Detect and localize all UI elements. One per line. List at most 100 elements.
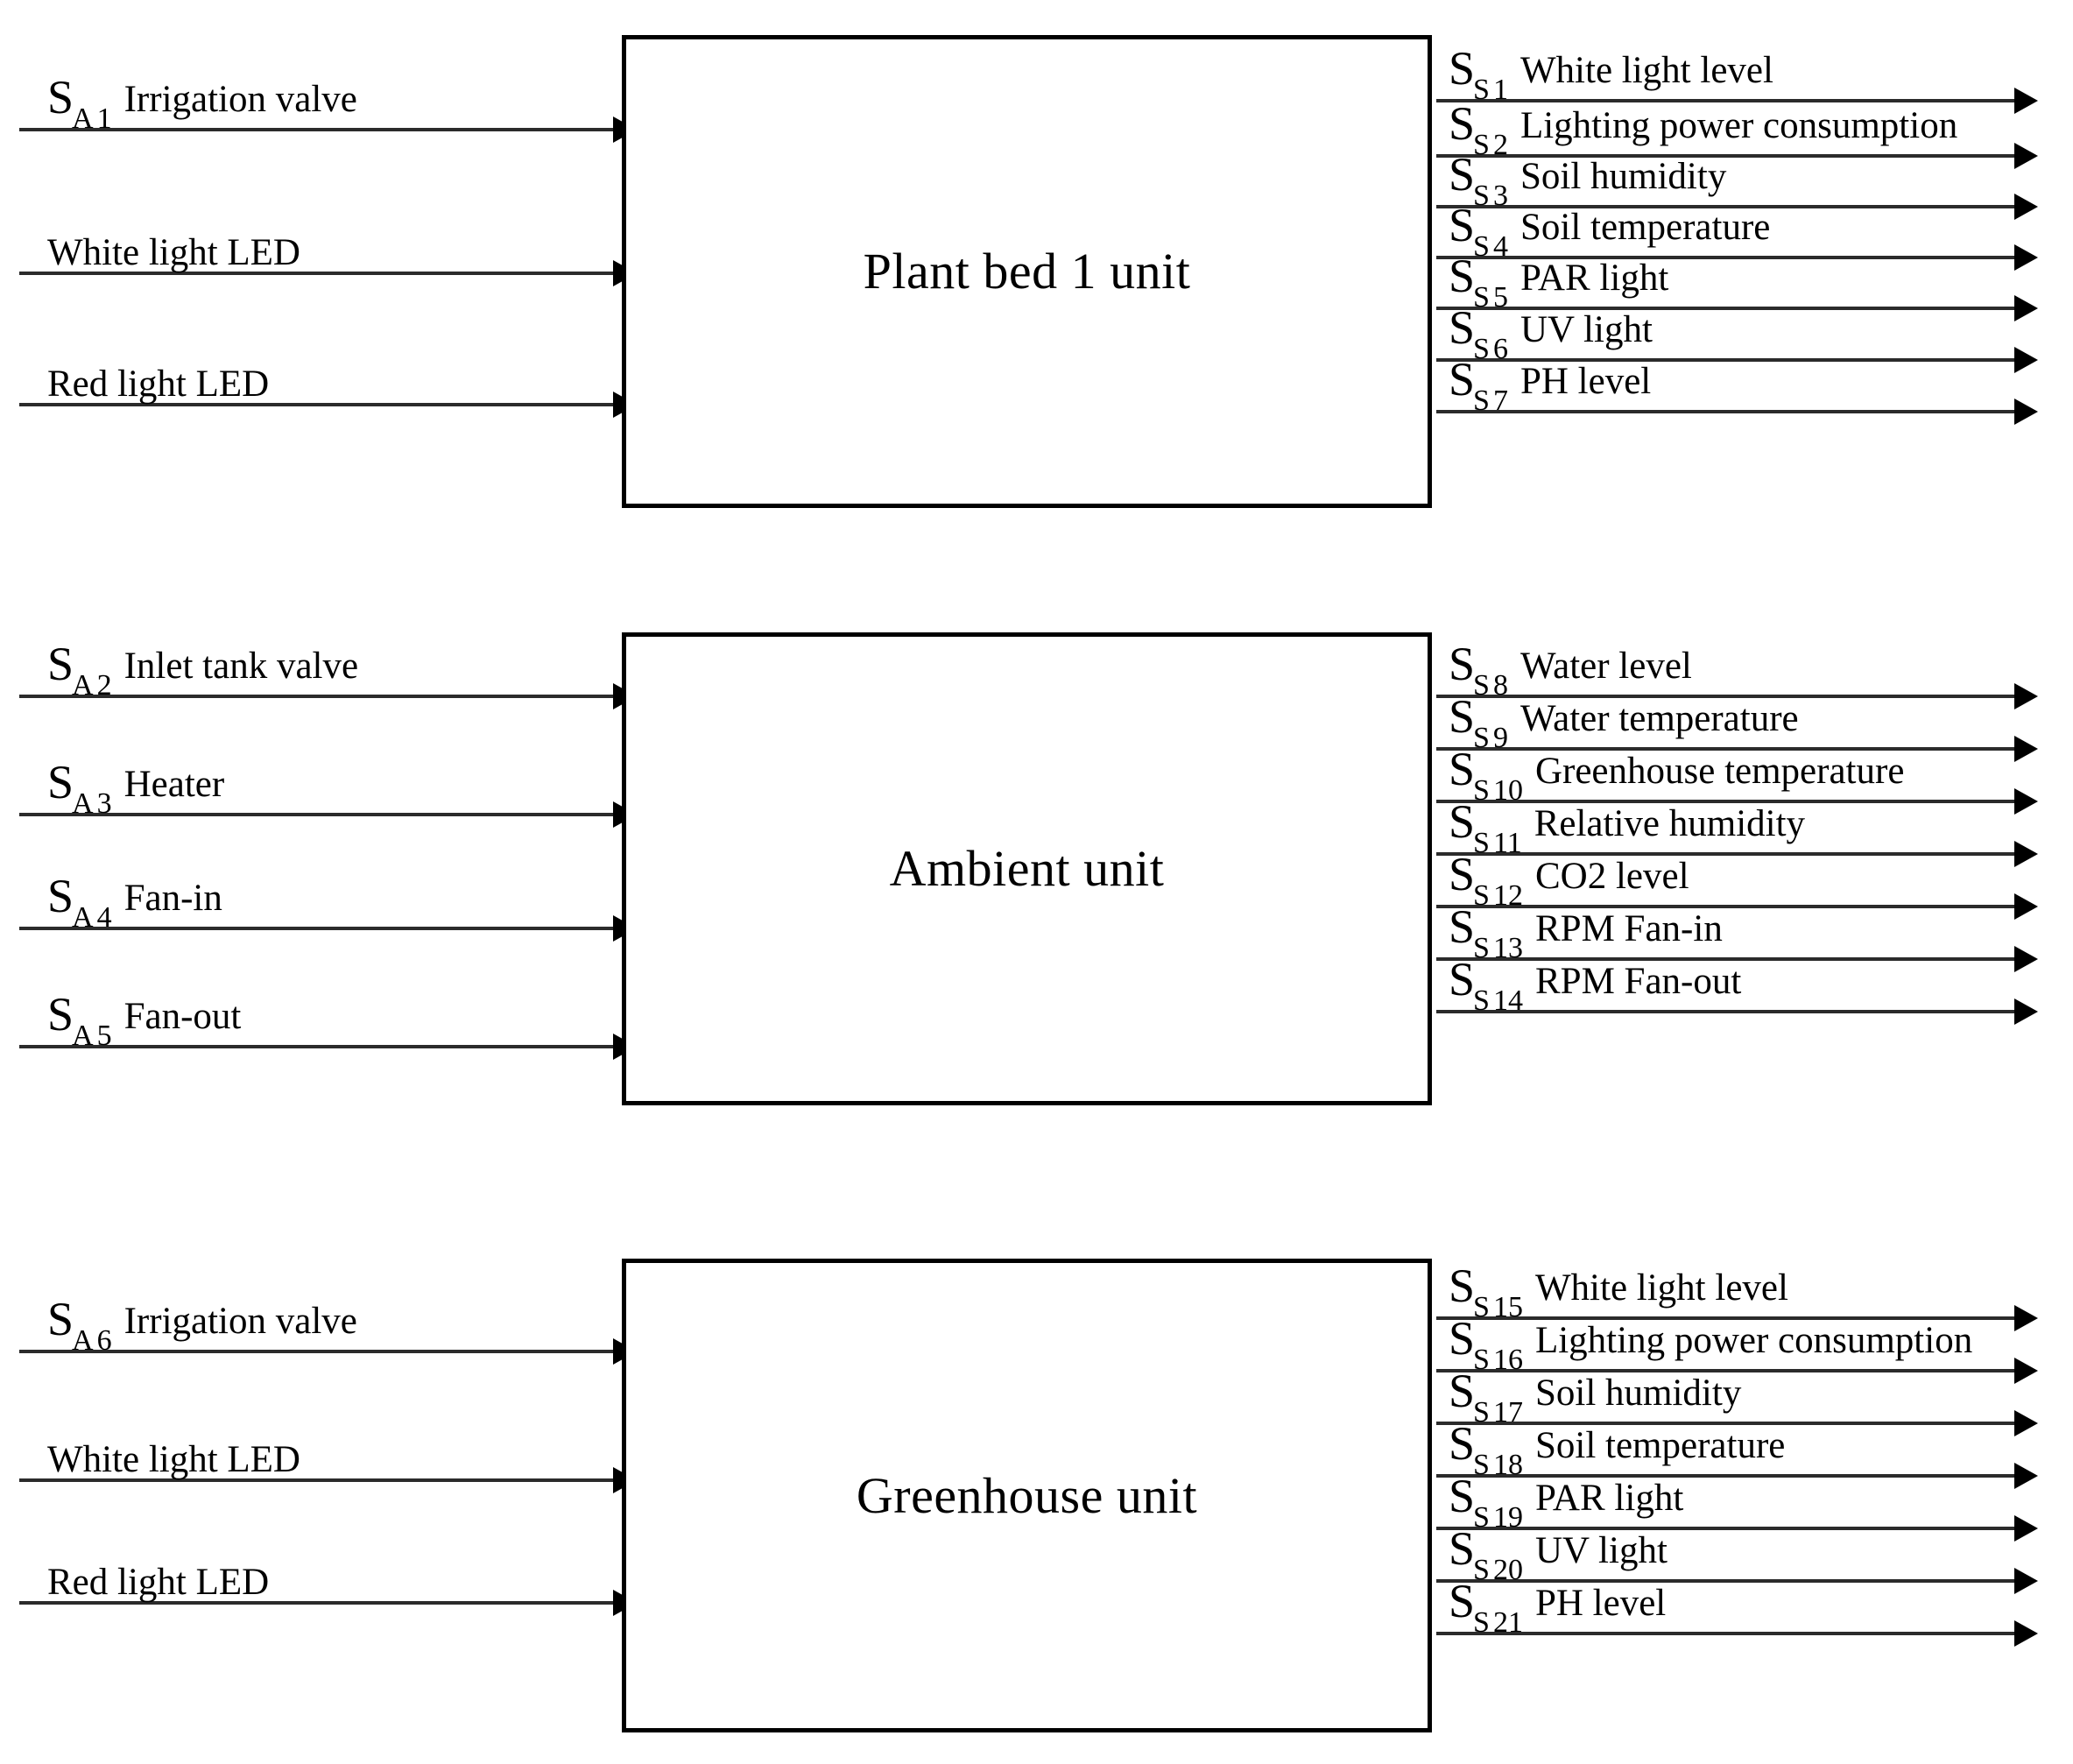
arrowhead-icon <box>2014 841 2038 867</box>
arrowhead-icon <box>2014 1358 2038 1384</box>
signal-line <box>1436 99 2014 102</box>
signal-line <box>19 813 613 816</box>
signal-label: Red light LED <box>47 1563 269 1601</box>
signal-label-text: RPM Fan-in <box>1534 908 1723 950</box>
input-signal-greenhouse-2: Red light LED <box>19 1542 648 1616</box>
signal-line <box>1436 154 2014 158</box>
signal-label-text: Soil temperature <box>1519 207 1771 249</box>
arrowhead-icon <box>2014 736 2038 762</box>
signal-label-text: Irrigation valve <box>123 1301 357 1343</box>
signal-label-text: Soil temperature <box>1534 1425 1786 1467</box>
signal-label-text: Fan-in <box>123 878 222 920</box>
signal-line <box>19 1045 613 1048</box>
signal-label-text: PH level <box>1534 1583 1667 1625</box>
signal-line <box>1436 1369 2014 1372</box>
signal-line <box>1436 307 2014 310</box>
signal-label-text: Lighting power consumption <box>1534 1320 1973 1362</box>
signal-label-text: Red light LED <box>47 363 270 405</box>
arrowhead-icon <box>2014 143 2038 169</box>
unit-block-plant-bed-1[interactable]: Plant bed 1 unit <box>622 35 1432 508</box>
signal-line <box>19 272 613 275</box>
signal-label-text: Heater <box>123 764 225 806</box>
signal-line <box>19 128 613 131</box>
unit-block-greenhouse[interactable]: Greenhouse unit <box>622 1259 1432 1732</box>
arrowhead-icon <box>2014 399 2038 425</box>
arrowhead-icon <box>2014 88 2038 114</box>
signal-line <box>1436 1422 2014 1425</box>
signal-line <box>19 1478 613 1482</box>
signal-label-text: Inlet tank valve <box>123 646 359 688</box>
signal-line <box>1436 957 2014 961</box>
input-signal-plant-bed-1-1: White light LED <box>19 212 648 286</box>
signal-label-text: PAR light <box>1519 258 1669 300</box>
unit-block-ambient[interactable]: Ambient unit <box>622 632 1432 1105</box>
signal-label-text: UV light <box>1534 1530 1668 1572</box>
arrowhead-icon <box>2014 244 2038 271</box>
signal-line <box>1436 358 2014 362</box>
signal-line <box>1436 256 2014 259</box>
signal-label-text: Fan-out <box>123 996 242 1038</box>
signal-line <box>1436 695 2014 698</box>
arrowhead-icon <box>2014 295 2038 321</box>
signal-label-text: Irrigation valve <box>123 79 357 121</box>
signal-label-text: Greenhouse temperature <box>1534 751 1905 793</box>
signal-label-text: White light LED <box>47 1439 300 1480</box>
signal-line <box>1436 1632 2014 1635</box>
arrowhead-icon <box>2014 1463 2038 1489</box>
signal-label-text: White light level <box>1519 50 1773 92</box>
input-signal-greenhouse-1: White light LED <box>19 1419 648 1493</box>
arrowhead-icon <box>2014 1410 2038 1436</box>
signal-label: White light LED <box>47 234 300 272</box>
